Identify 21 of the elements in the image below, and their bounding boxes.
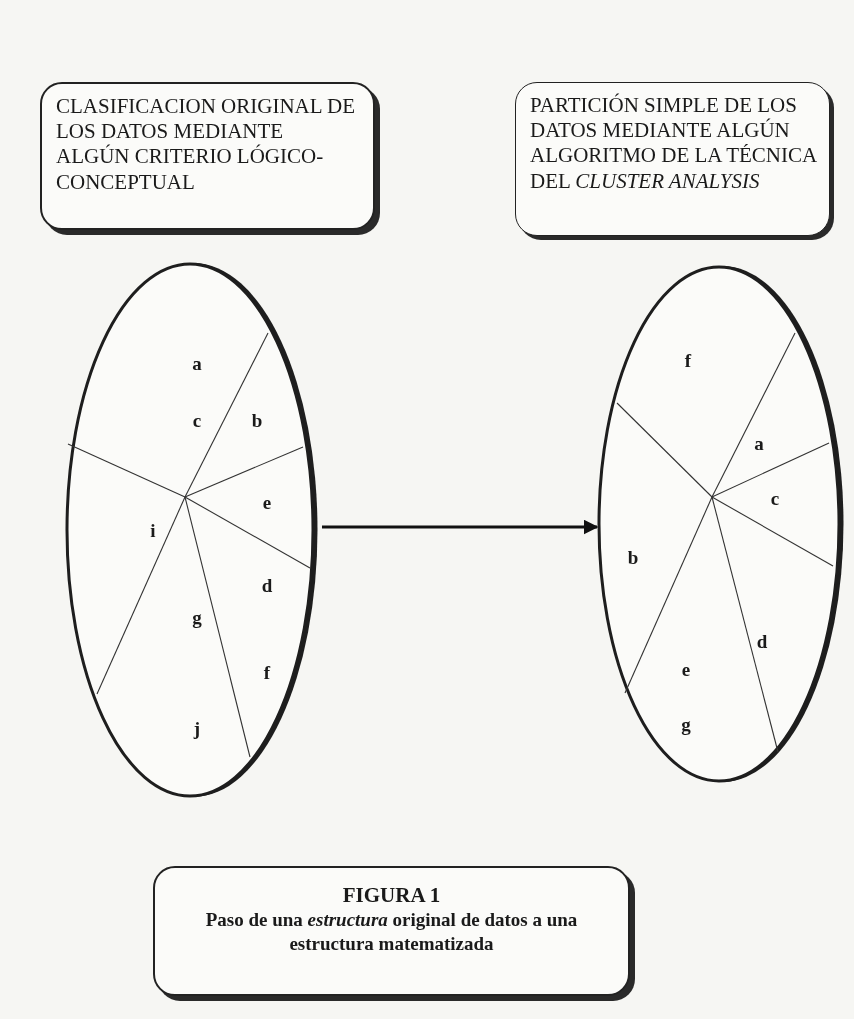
cluster-letter: d [261,575,273,595]
cluster-letter: c [192,410,202,430]
figure-title: FIGURA 1 [341,882,442,909]
cluster-letter: a [754,433,764,453]
ellipse-region [65,262,315,798]
cluster-letter: a [192,353,202,373]
figure-caption: Paso de una estructura original de datos a una estructura matematizada [204,908,579,956]
cluster-letter: b [627,547,639,567]
cluster-letter: e [262,492,272,512]
cluster-letter: i [150,520,156,540]
cluster-letter: c [770,488,780,508]
cluster-letter: g [681,714,691,734]
arrow [322,519,599,535]
cluster-letter: f [684,350,692,370]
cluster-letter: j [193,718,201,738]
cluster-letter: b [251,410,263,430]
cluster-letter: g [192,607,202,627]
cluster-letter: d [756,631,768,651]
cluster-letter: e [681,659,691,679]
cluster-letter: f [263,662,271,682]
ellipse-region [597,265,841,783]
